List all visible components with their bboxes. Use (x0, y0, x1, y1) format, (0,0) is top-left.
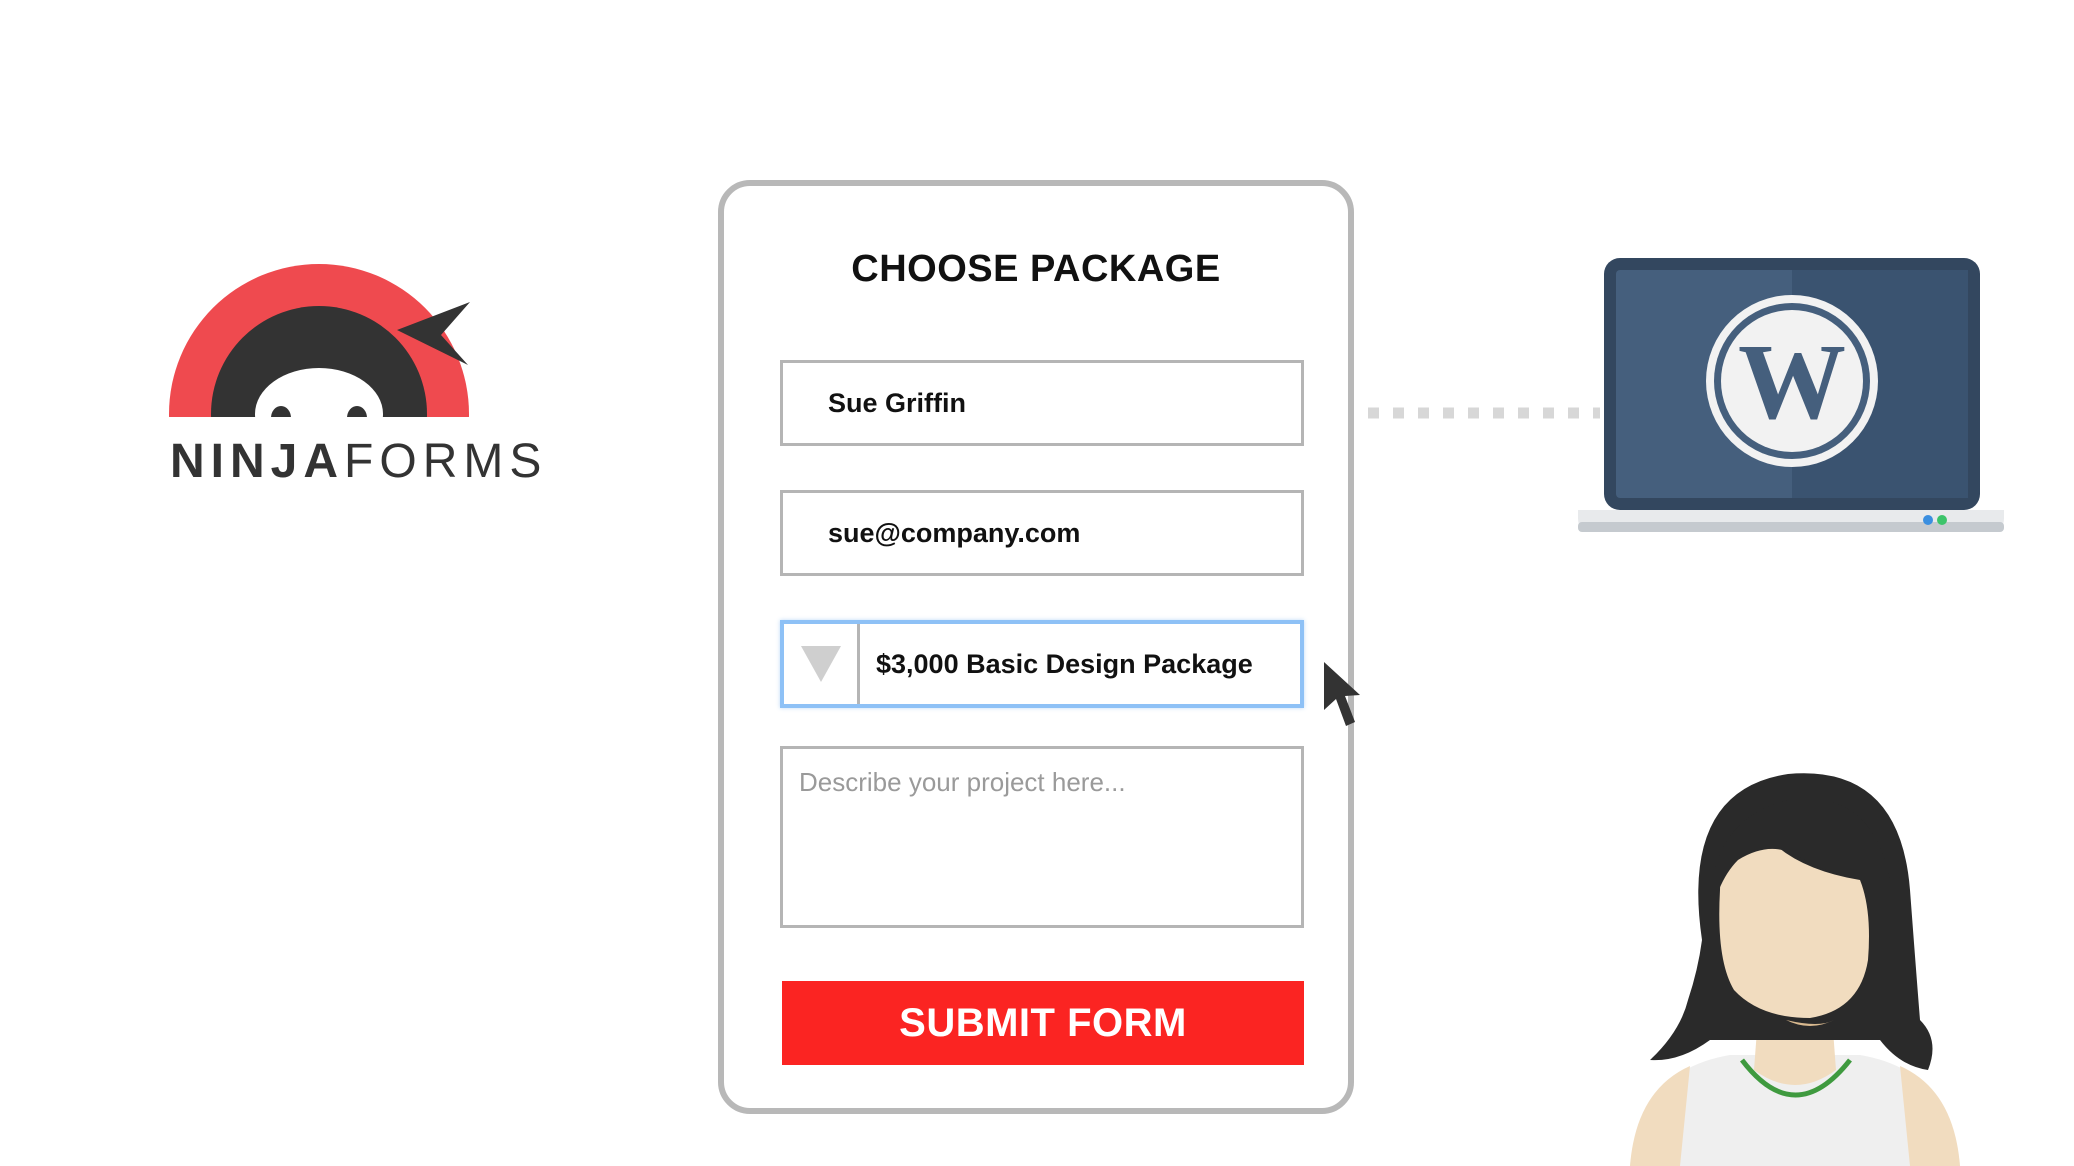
name-field-value: Sue Griffin (828, 387, 967, 418)
email-field-value: sue@company.com (828, 517, 1081, 548)
project-description-textarea[interactable]: Describe your project here... (780, 746, 1304, 928)
form-title: CHOOSE PACKAGE (851, 248, 1221, 290)
form-card: CHOOSE PACKAGE Sue Griffin sue@company.c… (718, 180, 1354, 1114)
dropdown-toggle[interactable] (784, 624, 860, 704)
triangle-down-icon (800, 646, 841, 682)
ninja-forms-logo: NINJAFORMS (165, 260, 541, 500)
submit-button[interactable]: SUBMIT FORM (782, 981, 1304, 1065)
package-select-value: $3,000 Basic Design Package (876, 648, 1253, 679)
wordpress-logo-icon: W (1706, 295, 1878, 467)
woman-avatar-icon (1630, 773, 1960, 1166)
logo-wordmark: NINJAFORMS (170, 438, 547, 486)
logo-word-ninja: NINJA (170, 435, 345, 488)
mouse-cursor-icon (1324, 662, 1360, 726)
textarea-placeholder: Describe your project here... (799, 767, 1126, 797)
logo-word-forms: FORMS (344, 435, 548, 488)
dotted-connector (1368, 407, 1600, 419)
name-field[interactable]: Sue Griffin (780, 360, 1304, 446)
laptop-illustration: W (1578, 258, 2004, 532)
ninja-head-icon (169, 264, 470, 417)
email-field[interactable]: sue@company.com (780, 490, 1304, 576)
package-select[interactable]: $3,000 Basic Design Package (780, 620, 1304, 708)
svg-text:W: W (1738, 323, 1846, 442)
